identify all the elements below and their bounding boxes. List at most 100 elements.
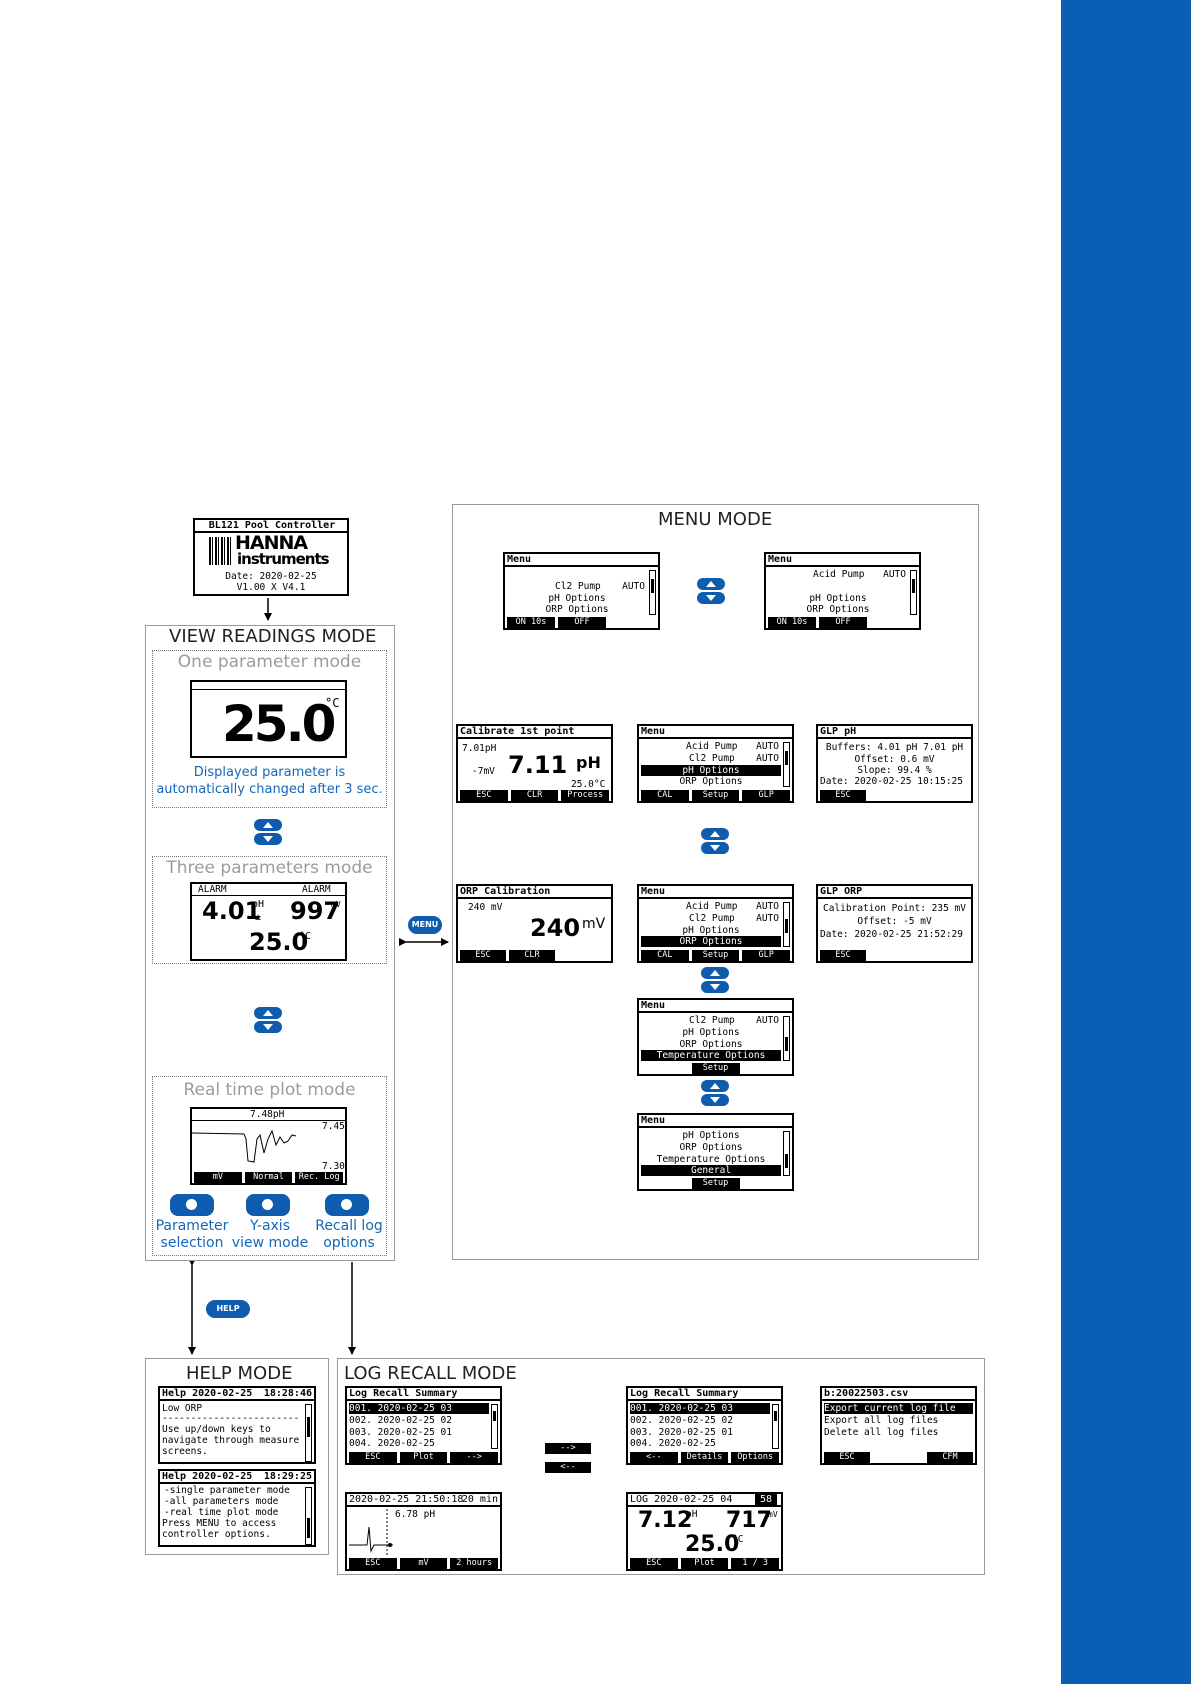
softkey-cfm[interactable]: CFM [927,1452,973,1463]
softkey-cal[interactable]: CAL [641,950,689,961]
parameter-selection-key[interactable] [170,1194,214,1216]
menu-row-orp-options[interactable]: ORP Options [806,604,870,615]
menu-row-orp-options[interactable]: ORP Options [641,936,781,947]
up-down-keys[interactable] [701,828,729,854]
menu-key[interactable]: MENU [408,916,442,934]
scrollbar[interactable] [305,1404,312,1462]
up-down-keys[interactable] [701,967,729,993]
softkey-next[interactable]: --> [450,1452,499,1463]
one-parameter-title: One parameter mode [177,652,362,672]
softkey-clr[interactable]: CLR [509,950,555,961]
log-row[interactable]: 004. 2020-02-25 [630,1438,716,1449]
help-line: -all parameters mode [164,1496,279,1507]
softkey-process[interactable]: Process [561,790,610,801]
softkey-off[interactable]: OFF [819,617,867,628]
help-line: -------------------------------- [162,1413,300,1424]
help-key[interactable]: HELP [206,1300,250,1318]
softkey-esc[interactable]: ESC [820,790,866,801]
softkey-esc[interactable]: ESC [630,1558,678,1569]
up-down-keys[interactable] [701,1080,729,1106]
softkey-esc[interactable]: ESC [349,1452,397,1463]
scrollbar[interactable] [783,1131,790,1176]
one-parameter-screen: 25.0 °C [190,680,347,758]
y-axis-key[interactable] [246,1194,290,1216]
export-current-option[interactable]: Export current log file [824,1403,973,1414]
scrollbar[interactable] [783,742,790,787]
softkey-on-10s[interactable]: ON 10s [768,617,816,628]
menu-row-orp-options[interactable]: ORP Options [545,604,609,615]
log-row[interactable]: 002. 2020-02-25 02 [349,1415,452,1426]
glp-header: GLP ORP [818,886,971,899]
scrollbar[interactable] [783,902,790,947]
ph-plus-minus: ± [255,912,262,923]
menu-row-ph-options[interactable]: pH Options [641,765,781,776]
softkey-glp[interactable]: GLP [742,790,791,801]
menu-header: Menu [505,554,658,567]
menu-row-temperature-options[interactable]: Temperature Options [656,1154,766,1165]
export-all-option[interactable]: Export all log files [824,1415,939,1426]
softkey-setup[interactable]: Setup [691,790,740,801]
log-row[interactable]: 003. 2020-02-25 01 [349,1427,452,1438]
softkey-esc[interactable]: ESC [349,1558,397,1569]
menu-row-orp-options[interactable]: ORP Options [679,1039,743,1050]
up-down-keys[interactable] [254,1007,282,1033]
up-down-keys[interactable] [254,819,282,845]
softkey-esc[interactable]: ESC [824,1452,870,1463]
next-key[interactable]: --> [545,1443,591,1454]
menu-row-orp-options[interactable]: ORP Options [679,1142,743,1153]
softkey-clr[interactable]: CLR [510,790,559,801]
scrollbar[interactable] [910,570,917,615]
prev-key[interactable]: <-- [545,1462,591,1473]
softkey-esc[interactable]: ESC [460,790,508,801]
softkey-on-10s[interactable]: ON 10s [507,617,555,628]
softkey-rec-log[interactable]: Rec. Log [295,1172,344,1183]
menu-row-ph-options[interactable]: pH Options [682,1027,740,1038]
menu-row-orp-options[interactable]: ORP Options [679,776,743,787]
softkey-plot[interactable]: Plot [680,1558,729,1569]
help-line: Use up/down keys to [162,1424,271,1435]
startup-screen: BL121 Pool Controller HANNA instruments … [193,518,349,596]
softkey-options[interactable]: Options [731,1452,780,1463]
scrollbar[interactable] [305,1487,312,1545]
softkey-off[interactable]: OFF [558,617,606,628]
softkey-prev[interactable]: <-- [630,1452,678,1463]
up-down-keys[interactable] [697,578,725,604]
menu-row-ph-options[interactable]: pH Options [682,925,740,936]
menu-row-general[interactable]: General [641,1165,781,1176]
menu-row-ph-options[interactable]: pH Options [548,593,606,604]
log-row[interactable]: 003. 2020-02-25 01 [630,1427,733,1438]
log-row[interactable]: 004. 2020-02-25 [349,1438,435,1449]
delete-all-option[interactable]: Delete all log files [824,1427,939,1438]
softkey-details[interactable]: Details [680,1452,729,1463]
softkey-setup[interactable]: Setup [691,1063,740,1074]
menu-row-temperature-options[interactable]: Temperature Options [641,1050,781,1061]
menu-row-ph-options[interactable]: pH Options [682,1130,740,1141]
softkey-setup[interactable]: Setup [691,1178,740,1189]
softkey-2-hours[interactable]: 2 hours [450,1558,499,1569]
softkey-cal[interactable]: CAL [641,790,689,801]
softkey-esc[interactable]: ESC [820,950,866,961]
log-row[interactable]: 001. 2020-02-25 03 [349,1403,489,1414]
help-line: Low ORP [162,1403,203,1414]
scrollbar[interactable] [649,570,656,615]
menu-row-ph-options[interactable]: pH Options [809,593,867,604]
scrollbar[interactable] [491,1404,498,1449]
softkey-plot[interactable]: Plot [399,1452,448,1463]
softkey-glp[interactable]: GLP [742,950,791,961]
scrollbar[interactable] [772,1404,779,1449]
softkey-mv[interactable]: mV [399,1558,448,1569]
scrollbar[interactable] [783,1016,790,1061]
log-row[interactable]: 001. 2020-02-25 03 [630,1403,770,1414]
log-row[interactable]: 002. 2020-02-25 02 [630,1415,733,1426]
log-recall-title: LOG RECALL MODE [344,1363,517,1384]
log-temp-unit: °C [732,1534,744,1545]
softkey-esc[interactable]: ESC [460,950,506,961]
softkey-setup[interactable]: Setup [691,950,740,961]
softkey-mv[interactable]: mV [194,1172,242,1183]
recall-log-key[interactable] [325,1194,369,1216]
softkey-page[interactable]: 1 / 3 [731,1558,780,1569]
softkey-normal[interactable]: Normal [244,1172,293,1183]
